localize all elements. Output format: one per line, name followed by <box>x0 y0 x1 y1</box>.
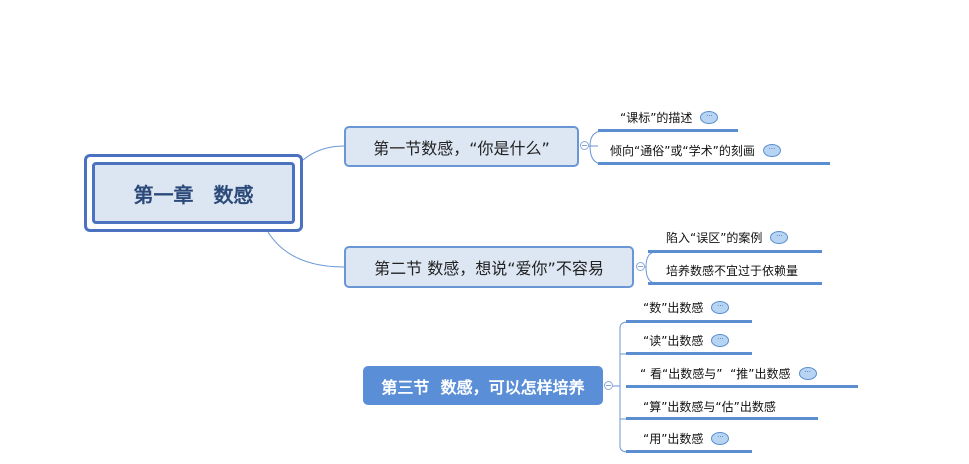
leaf-node[interactable]: “算”出数感与“估”出数感 <box>643 398 776 415</box>
leaf-label: “读”出数感 <box>643 334 704 348</box>
root-label: 第一章 数感 <box>92 162 295 224</box>
comment-icon[interactable]: ··· <box>762 144 781 157</box>
comment-icon[interactable]: ··· <box>711 301 730 314</box>
leaf-node[interactable]: 陷入“误区”的案例 ··· <box>666 229 789 246</box>
collapse-toggle[interactable] <box>580 141 589 150</box>
leaf-underline <box>626 450 752 453</box>
leaf-node[interactable]: 培养数感不宜过于依赖量 <box>666 262 798 279</box>
leaf-underline <box>598 129 738 132</box>
collapse-toggle[interactable] <box>604 381 613 390</box>
leaf-node[interactable]: 倾向“通俗”或“学术”的刻画 ··· <box>610 142 781 159</box>
comment-icon[interactable]: ··· <box>798 367 817 380</box>
leaf-label: “课标”的描述 <box>620 111 693 125</box>
collapse-toggle[interactable] <box>636 262 645 271</box>
leaf-underline <box>648 250 822 253</box>
leaf-underline <box>626 417 818 420</box>
leaf-label: “用”出数感 <box>643 432 704 446</box>
leaf-node[interactable]: “用”出数感 ··· <box>643 430 730 447</box>
leaf-label: “数”出数感 <box>643 301 704 315</box>
leaf-label: “ 看“出数感与” “推”出数感 <box>640 367 791 381</box>
root-node[interactable]: 第一章 数感 <box>84 154 303 232</box>
leaf-node[interactable]: “课标”的描述 ··· <box>620 109 719 126</box>
section-3-node[interactable]: 第三节 数感，可以怎样培养 <box>363 366 603 405</box>
leaf-underline <box>648 282 822 285</box>
section-1-node[interactable]: 第一节数感，“你是什么” <box>344 126 579 167</box>
leaf-node[interactable]: “读”出数感 ··· <box>643 332 730 349</box>
leaf-label: 培养数感不宜过于依赖量 <box>666 264 799 278</box>
leaf-underline <box>598 162 830 165</box>
comment-icon[interactable]: ··· <box>711 432 730 445</box>
leaf-underline <box>626 320 752 323</box>
leaf-underline <box>626 352 752 355</box>
leaf-label: 陷入“误区”的案例 <box>666 231 763 245</box>
leaf-node[interactable]: “数”出数感 ··· <box>643 299 730 316</box>
comment-icon[interactable]: ··· <box>700 111 719 124</box>
leaf-label: 倾向“通俗”或“学术”的刻画 <box>610 144 755 158</box>
leaf-underline <box>626 385 858 388</box>
comment-icon[interactable]: ··· <box>770 231 789 244</box>
comment-icon[interactable]: ··· <box>711 334 730 347</box>
section-2-node[interactable]: 第二节 数感，想说“爱你”不容易 <box>344 246 634 288</box>
leaf-label: “算”出数感与“估”出数感 <box>643 400 776 414</box>
leaf-node[interactable]: “ 看“出数感与” “推”出数感 ··· <box>640 365 817 382</box>
